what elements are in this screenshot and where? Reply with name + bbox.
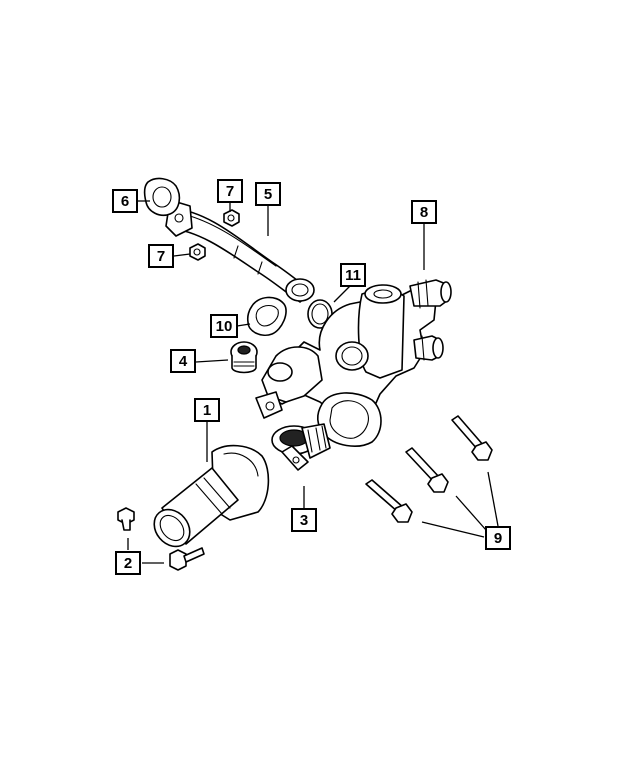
- coolant-tube: [165, 199, 315, 303]
- callout-10: 10: [210, 314, 238, 338]
- thermostat-housing: [255, 279, 452, 447]
- long-bolt-3: [451, 415, 493, 461]
- outlet-pipe: [153, 444, 270, 548]
- leader-lines: [127, 200, 499, 564]
- temperature-sensor: [230, 341, 258, 374]
- long-bolt-2: [405, 447, 449, 493]
- callout-3: 3: [291, 508, 317, 532]
- callout-5: 5: [255, 182, 281, 206]
- callout-11: 11: [340, 263, 366, 287]
- callout-6: 6: [112, 189, 138, 213]
- long-bolt-1: [365, 479, 413, 523]
- callout-7-upper: 7: [217, 179, 243, 203]
- callout-7-lower: 7: [148, 244, 174, 268]
- thermostat: [271, 423, 331, 471]
- tube-gasket: [143, 177, 181, 217]
- bolt-lower: [169, 547, 205, 571]
- housing-seal: [246, 296, 287, 337]
- callout-2: 2: [115, 551, 141, 575]
- callout-9: 9: [485, 526, 511, 550]
- callout-4: 4: [170, 349, 196, 373]
- nut-upper: [223, 209, 240, 227]
- callout-8: 8: [411, 200, 437, 224]
- callout-1: 1: [194, 398, 220, 422]
- nut-lower: [189, 243, 206, 261]
- bolt-upper: [117, 507, 135, 531]
